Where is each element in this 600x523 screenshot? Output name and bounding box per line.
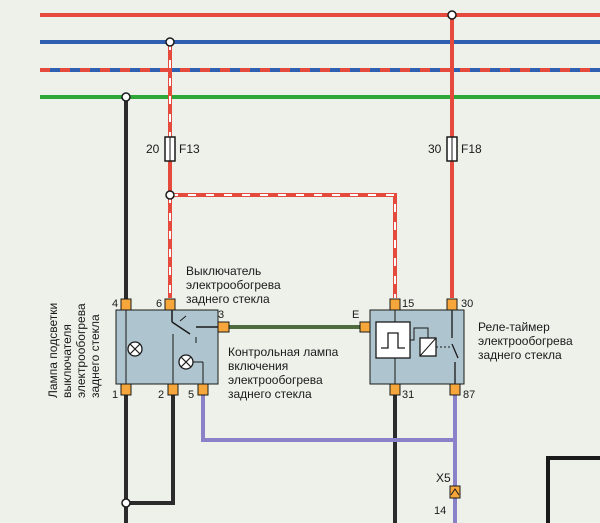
connector-pin: 14 xyxy=(434,505,446,517)
fuse-f13-name: F13 xyxy=(179,142,200,156)
relay-label-line1: Реле-таймер xyxy=(478,320,550,334)
junction-dot xyxy=(165,190,175,200)
lamp-cross xyxy=(180,356,192,368)
switch-label-line1: Выключатель xyxy=(186,264,261,278)
fuse-f13-rating: 20 xyxy=(146,142,160,156)
connector-chevron xyxy=(450,488,460,496)
pulse-icon xyxy=(381,332,405,349)
pin-15: 15 xyxy=(402,298,414,310)
connector-x5 xyxy=(449,485,461,499)
terminal-p4 xyxy=(120,298,132,311)
terminal-p5 xyxy=(197,383,209,396)
control-lamp-label-line2: включения xyxy=(228,359,288,373)
switch-label-line3: заднего стекла xyxy=(186,292,270,306)
switch-module-body xyxy=(115,309,219,385)
pin-6: 6 xyxy=(156,298,162,310)
terminal-p87 xyxy=(449,383,461,396)
control-lamp-label-line4: заднего стекла xyxy=(228,387,312,401)
terminal-p30 xyxy=(446,298,458,311)
terminal-p31 xyxy=(389,383,401,396)
wire-violet-5-87 xyxy=(201,392,455,442)
wire-red-white-15-dash xyxy=(170,194,396,298)
lamp-cross xyxy=(129,343,141,355)
backlight-label-line3: электрообогрева xyxy=(74,303,88,398)
pin-1: 1 xyxy=(112,389,118,401)
control-lamp-label-line1: Контрольная лампа xyxy=(228,345,339,359)
junction-dot xyxy=(447,10,457,20)
pin-31: 31 xyxy=(402,389,414,401)
pin-E: E xyxy=(352,309,359,321)
pin-3: 3 xyxy=(218,309,224,321)
terminal-p3 xyxy=(217,321,230,333)
backlight-label-group: Лампа подсветки выключателя электрообогр… xyxy=(46,303,102,398)
terminal-p15 xyxy=(389,298,401,311)
pin-2: 2 xyxy=(158,389,164,401)
backlight-label-line1: Лампа подсветки xyxy=(46,303,60,398)
pin-87: 87 xyxy=(463,389,475,401)
pin-5: 5 xyxy=(188,389,194,401)
relay-contact xyxy=(451,343,459,359)
switch-label-line2: электрообогрева xyxy=(186,278,281,292)
relay-label-line2: электрообогрева xyxy=(478,334,573,348)
fuse-f18-rating: 30 xyxy=(428,142,442,156)
junction-dot xyxy=(121,498,131,508)
pin-30: 30 xyxy=(461,298,473,310)
switch-contact xyxy=(179,315,187,322)
relay-internal xyxy=(410,327,429,341)
switch-contact xyxy=(171,321,191,335)
relay-timer-block xyxy=(375,321,411,359)
ground-frame xyxy=(546,456,600,523)
backlight-label-line4: заднего стекла xyxy=(88,314,102,398)
control-lamp-label-line3: электрообогрева xyxy=(228,373,323,387)
terminal-p1 xyxy=(120,383,132,396)
fuse-f18-name: F18 xyxy=(461,142,482,156)
connector-name: X5 xyxy=(436,471,451,485)
junction-dot xyxy=(121,92,131,102)
pin-4: 4 xyxy=(112,298,118,310)
coil-diagonal xyxy=(419,337,437,357)
terminal-p6 xyxy=(164,298,176,311)
wire-black-pin2 xyxy=(126,390,175,505)
backlight-label-line2: выключателя xyxy=(60,324,74,398)
terminal-pE xyxy=(359,321,371,333)
terminal-p2 xyxy=(167,383,179,396)
junction-dot xyxy=(165,37,175,47)
relay-label-line3: заднего стекла xyxy=(478,348,562,362)
